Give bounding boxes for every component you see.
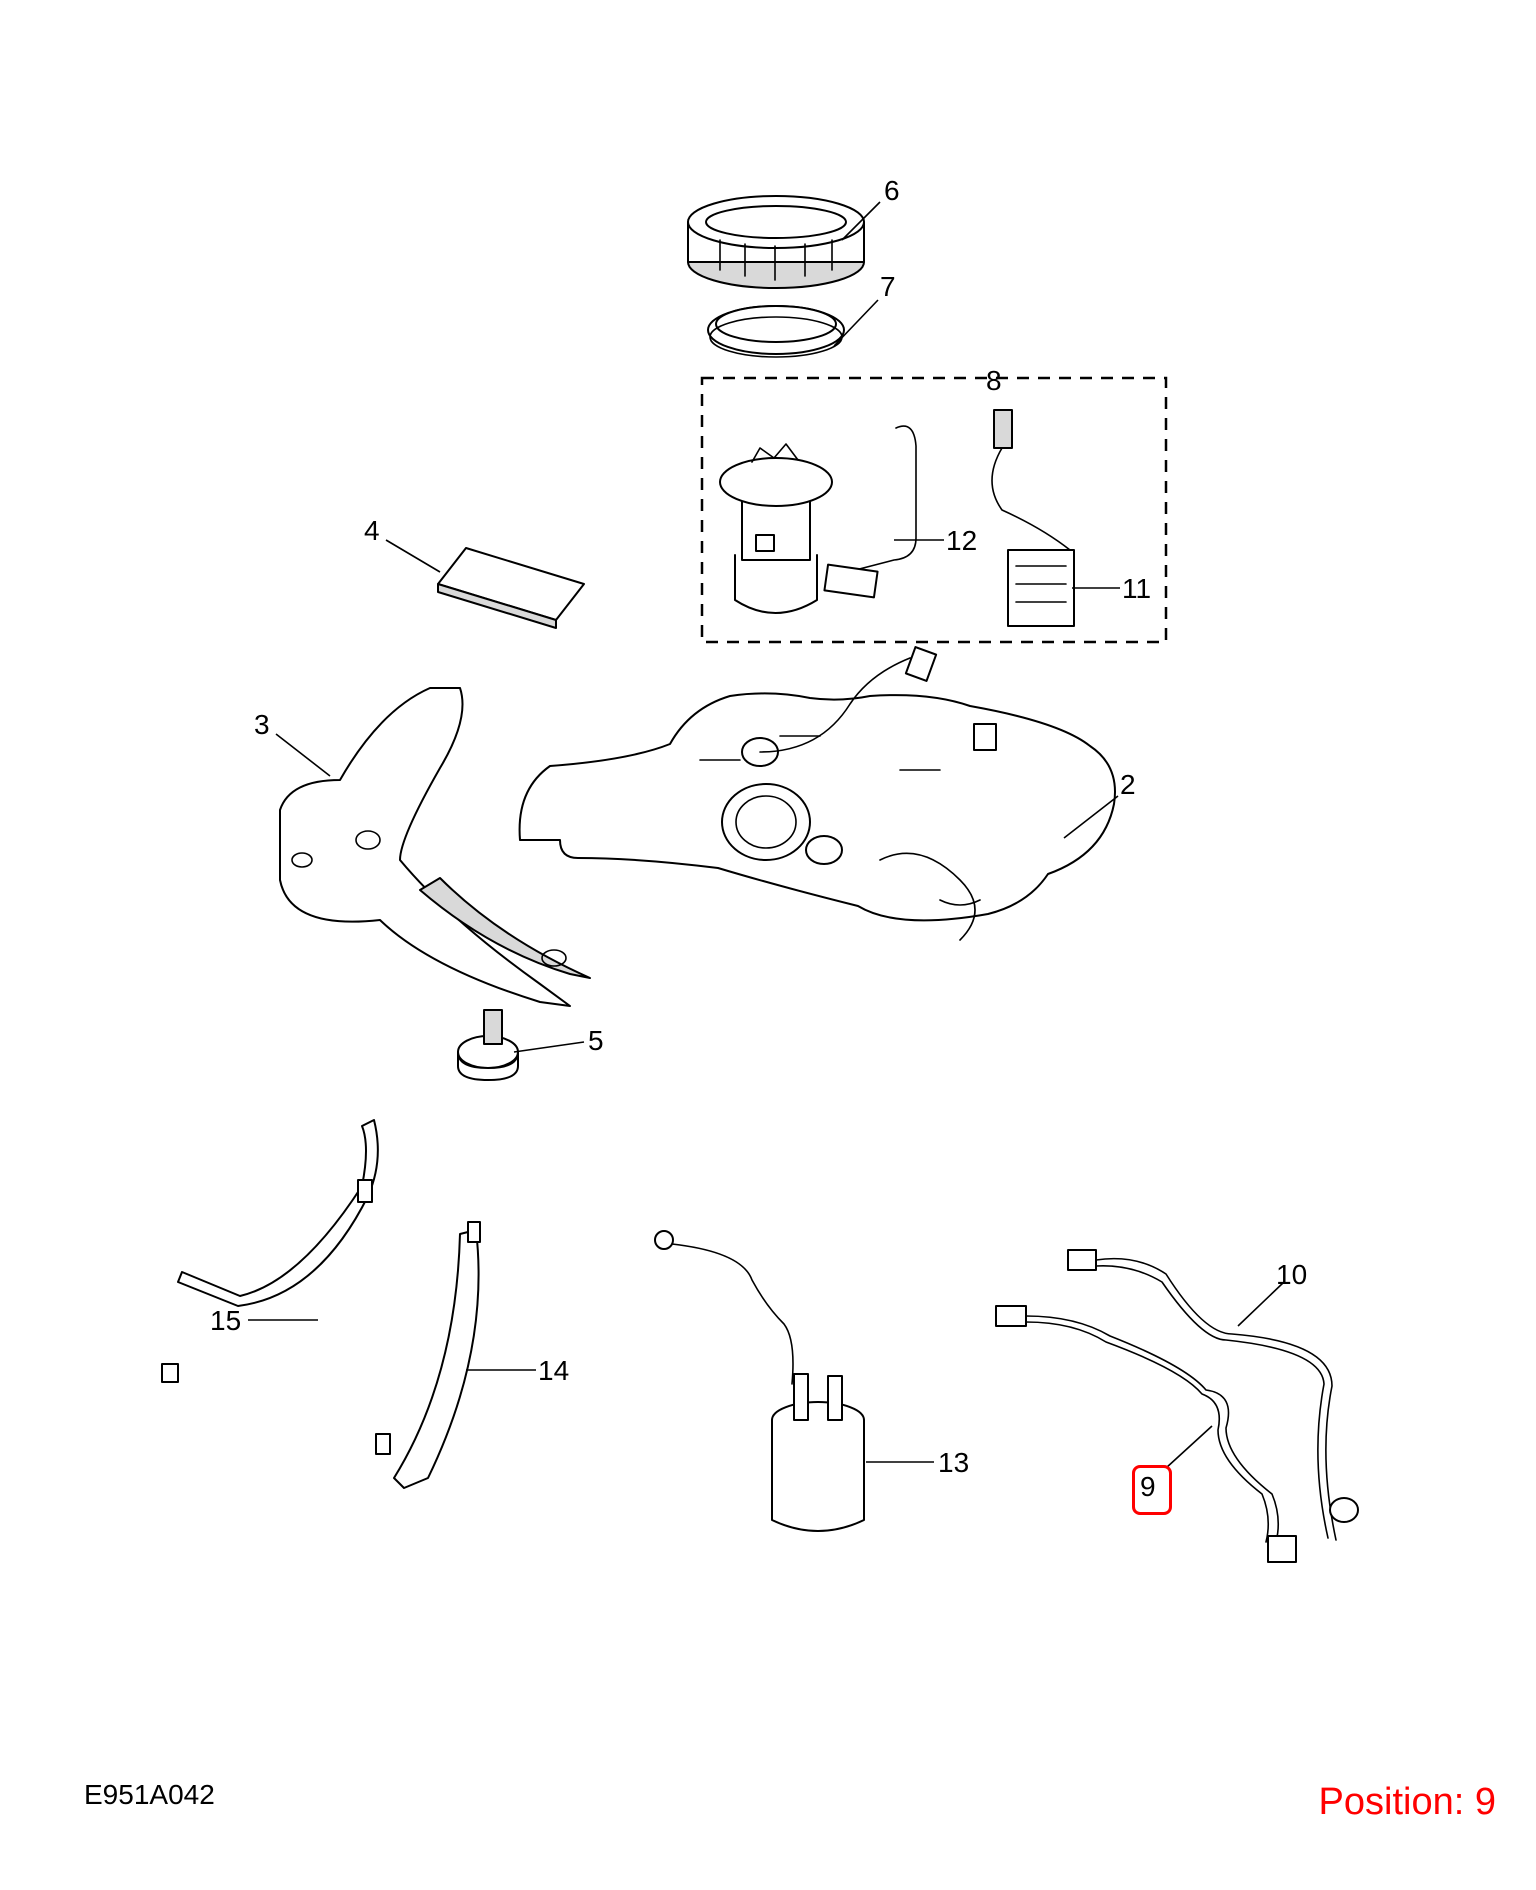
- position-label: Position: 9: [1318, 1781, 1496, 1823]
- part-9-fuel-line[interactable]: [995, 1305, 1297, 1563]
- part-12-level-sender[interactable]: [823, 425, 917, 599]
- callout-10[interactable]: 10: [1276, 1259, 1307, 1290]
- leader-5: [513, 1041, 585, 1053]
- part-8-assembly-outline: [700, 376, 1168, 644]
- part-14-tank-strap[interactable]: [375, 1221, 481, 1489]
- diagram-code: E951A042: [84, 1779, 215, 1810]
- callout-4[interactable]: 4: [364, 515, 380, 546]
- callout-12[interactable]: 12: [946, 525, 977, 556]
- callout-9[interactable]: 9: [1140, 1471, 1156, 1502]
- part-11-sensor-harness[interactable]: [991, 409, 1075, 627]
- callout-7[interactable]: 7: [880, 271, 896, 302]
- callout-6[interactable]: 6: [884, 175, 900, 206]
- callout-3[interactable]: 3: [254, 709, 270, 740]
- part-2-fuel-tank[interactable]: [518, 646, 1116, 941]
- leader-10: [1237, 1281, 1285, 1327]
- callout-5[interactable]: 5: [588, 1025, 604, 1056]
- part-13-fuel-filter[interactable]: [654, 1230, 865, 1532]
- part-10-fuel-line[interactable]: [1067, 1249, 1359, 1541]
- leader-9: [1165, 1425, 1213, 1469]
- part-3-heat-shield[interactable]: [279, 687, 591, 1007]
- callout-15[interactable]: 15: [210, 1305, 241, 1336]
- part-4-pad[interactable]: [437, 547, 585, 629]
- leader-6: [841, 201, 881, 241]
- part-5-fastener[interactable]: [457, 1009, 519, 1081]
- callout-8[interactable]: 8: [986, 365, 1002, 396]
- callout-11[interactable]: 11: [1122, 573, 1151, 604]
- callout-14[interactable]: 14: [538, 1355, 569, 1386]
- part-6-lock-ring[interactable]: [687, 195, 865, 289]
- leader-7: [833, 299, 879, 347]
- part-7-seal-ring[interactable]: [707, 305, 845, 358]
- callout-13[interactable]: 13: [938, 1447, 969, 1478]
- fuel-pump-module[interactable]: [719, 443, 833, 614]
- leader-2: [1063, 795, 1119, 839]
- callout-2[interactable]: 2: [1120, 769, 1136, 800]
- leader-4: [385, 539, 441, 573]
- part-15-tank-strap[interactable]: [161, 1119, 379, 1383]
- leader-3: [275, 733, 331, 777]
- selected-position-marker: [1132, 1465, 1172, 1515]
